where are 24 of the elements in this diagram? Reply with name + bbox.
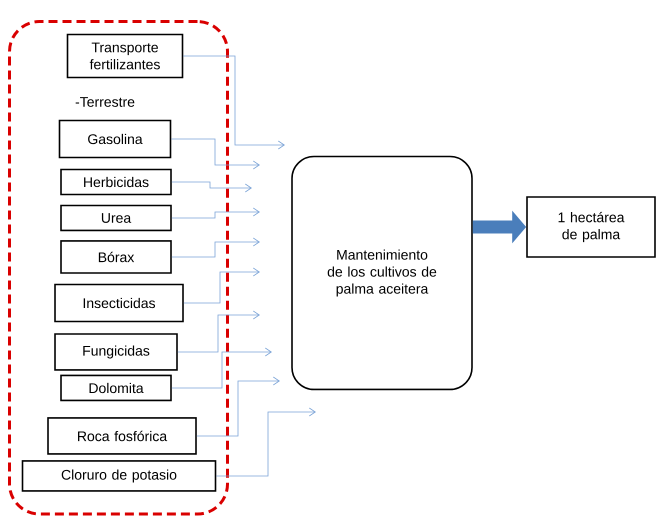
output-box: 1 hectárea de palma xyxy=(526,196,656,258)
input-box: Insecticidas xyxy=(54,284,184,322)
arrow xyxy=(171,348,272,388)
arrow xyxy=(216,408,316,476)
input-box: Dolomita xyxy=(60,374,172,402)
input-box: Bórax xyxy=(60,240,172,274)
group-frame xyxy=(8,20,229,516)
input-box: Roca fosfórica xyxy=(47,417,197,455)
arrow xyxy=(177,310,260,352)
arrow xyxy=(171,208,260,218)
input-box: Cloruro de potasio xyxy=(22,460,216,492)
input-box: Urea xyxy=(60,204,172,232)
input-box: Transporte fertilizantes xyxy=(66,34,184,78)
arrow xyxy=(171,182,252,192)
arrow xyxy=(170,138,260,170)
process-box: Mantenimiento de los cultivos de palma aceitera xyxy=(291,156,473,390)
input-box: Fungicidas xyxy=(54,333,178,371)
group-label: -Terrestre xyxy=(76,97,134,107)
arrow xyxy=(171,238,260,258)
input-box: Herbicidas xyxy=(60,168,172,196)
arrow xyxy=(183,268,260,304)
arrow xyxy=(182,56,285,150)
arrow xyxy=(196,376,280,436)
input-box: Gasolina xyxy=(58,120,172,158)
